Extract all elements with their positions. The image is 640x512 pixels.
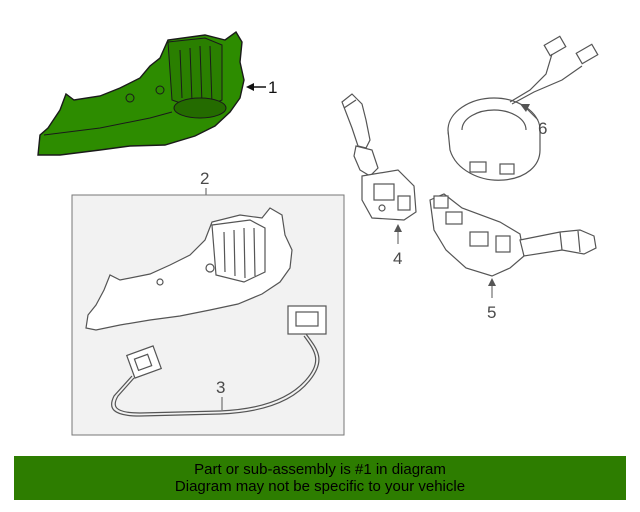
callout-5-arrow — [488, 278, 496, 286]
callout-5-label: 5 — [487, 303, 496, 322]
callout-2-label: 2 — [200, 169, 209, 188]
callout-6-leader — [525, 107, 539, 121]
info-banner: Part or sub-assembly is #1 in diagram Di… — [14, 456, 626, 500]
banner-line-1: Part or sub-assembly is #1 in diagram — [194, 461, 446, 478]
callout-6-arrow — [520, 104, 530, 112]
callout-6-label: 6 — [538, 119, 547, 138]
callout-4-label: 4 — [393, 249, 402, 268]
part-2-column-cover[interactable] — [85, 207, 293, 331]
part-1-upper-column-cover[interactable] — [37, 30, 245, 156]
callout-1-label: 1 — [268, 78, 277, 97]
callout-3-label: 3 — [216, 378, 225, 397]
part-6-clock-spring[interactable] — [447, 35, 599, 181]
callout-4-arrow — [394, 224, 402, 232]
part-3-wiring-harness[interactable] — [111, 305, 327, 417]
part-5-turn-signal-switch[interactable] — [429, 193, 597, 277]
part-4-wiper-switch[interactable] — [341, 93, 417, 221]
callout-1-arrow — [246, 83, 254, 91]
banner-line-2: Diagram may not be specific to your vehi… — [174, 478, 466, 495]
